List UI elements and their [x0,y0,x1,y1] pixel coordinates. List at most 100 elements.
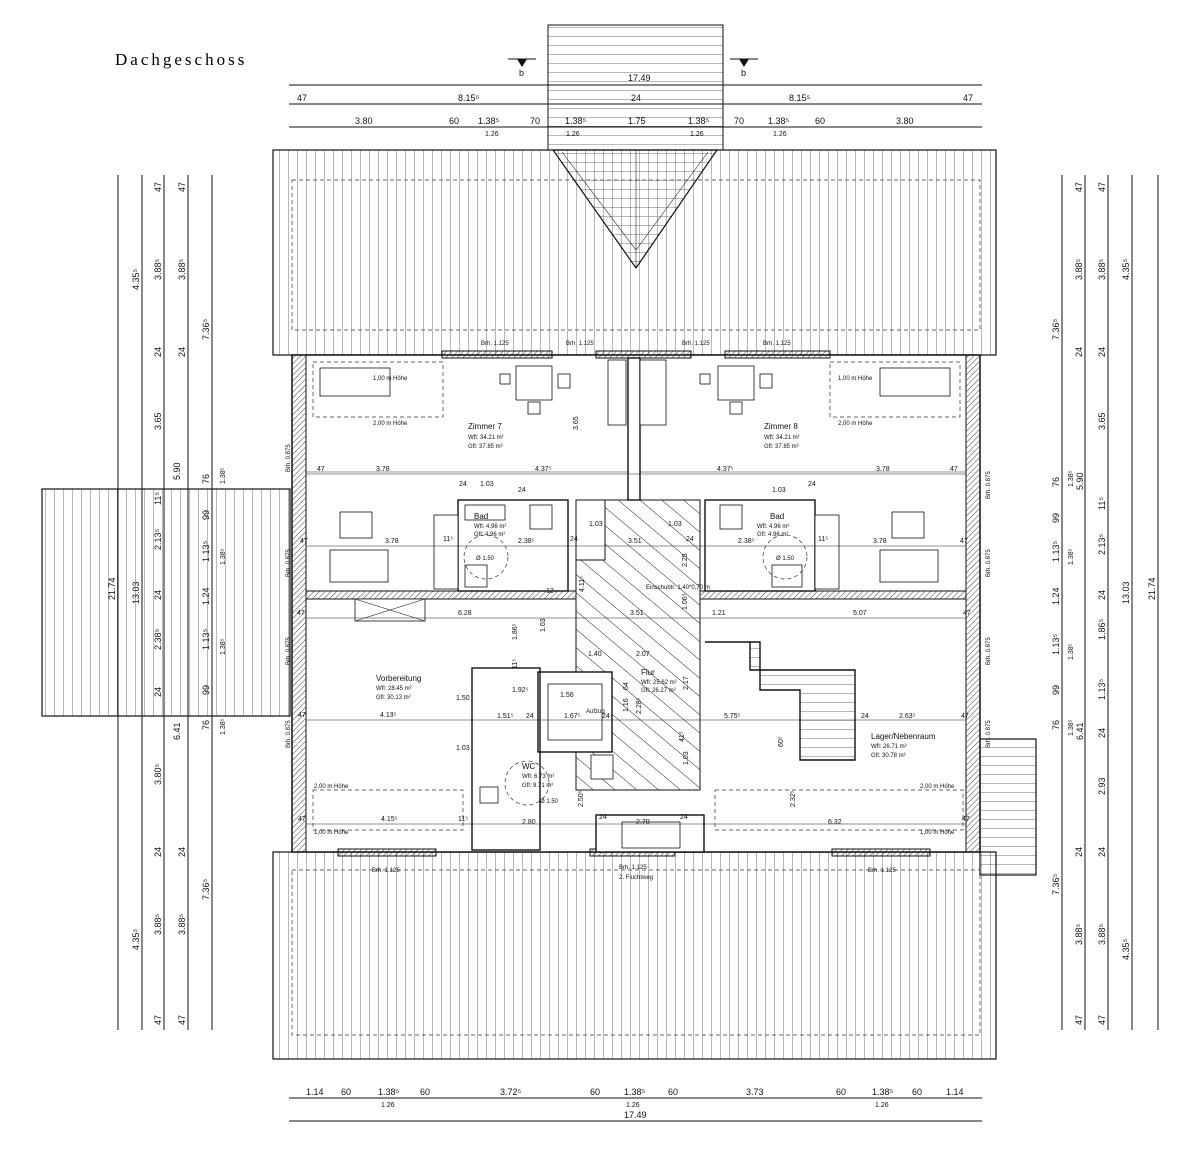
svg-text:3.88⁵: 3.88⁵ [1074,923,1084,945]
svg-text:3.78: 3.78 [385,538,399,545]
svg-text:41⁵: 41⁵ [679,731,686,742]
svg-text:21.74: 21.74 [1147,577,1157,600]
svg-text:3.73: 3.73 [746,1087,764,1097]
svg-text:47: 47 [1074,1015,1084,1025]
svg-text:7.36⁵: 7.36⁵ [201,318,211,340]
svg-text:7.36⁵: 7.36⁵ [201,878,211,900]
svg-text:1,00 m Höhe: 1,00 m Höhe [920,830,955,836]
svg-text:3.80: 3.80 [355,116,373,126]
svg-text:b: b [519,68,524,78]
svg-text:76: 76 [201,720,211,730]
svg-text:2.93: 2.93 [1097,777,1107,795]
svg-text:Zimmer 8: Zimmer 8 [764,422,798,431]
svg-text:6.28: 6.28 [458,610,472,617]
svg-text:5.90: 5.90 [172,462,182,480]
svg-text:2.70: 2.70 [636,819,650,826]
roof-top [272,149,997,356]
svg-text:24: 24 [1097,590,1107,600]
svg-text:24: 24 [599,814,607,821]
svg-text:47: 47 [963,610,971,617]
svg-text:3.65: 3.65 [1097,412,1107,430]
svg-text:47: 47 [177,1015,187,1025]
right-dimensions: 21.74 4.35⁵ 13.03 4.35⁵ 7.36⁵ 5.90 6.41 … [1051,175,1159,1030]
svg-text:11⁵: 11⁵ [153,492,163,505]
svg-text:2.13⁵: 2.13⁵ [1097,533,1107,555]
svg-text:1.38⁵: 1.38⁵ [220,638,227,655]
svg-text:2,00 m Höhe: 2,00 m Höhe [920,784,955,790]
svg-text:11⁵: 11⁵ [443,536,453,543]
svg-text:1.03: 1.03 [589,521,603,528]
svg-text:2.38⁵: 2.38⁵ [738,538,755,545]
svg-text:6.41: 6.41 [1075,722,1085,740]
svg-text:60: 60 [668,1087,678,1097]
svg-text:3.65: 3.65 [153,412,163,430]
roof-bottom [272,851,997,1060]
svg-text:1.16: 1.16 [623,698,630,712]
svg-text:24: 24 [602,713,610,720]
svg-text:1.38⁵: 1.38⁵ [220,467,227,484]
svg-text:24: 24 [1074,347,1084,357]
svg-text:Gfl: 37.85 m²: Gfl: 37.85 m² [764,444,799,450]
svg-text:24: 24 [526,713,534,720]
svg-text:1.38⁵: 1.38⁵ [768,116,790,126]
svg-text:11⁵: 11⁵ [458,816,468,823]
svg-text:Bad: Bad [770,512,784,521]
svg-text:Bad: Bad [474,512,488,521]
room-zimmer8: Zimmer 8 Wfl: 34.21 m² Gfl: 37.85 m² [764,422,800,450]
svg-text:Brh. 0.875: Brh. 0.875 [986,720,992,748]
svg-text:1.38⁵: 1.38⁵ [1068,643,1075,660]
svg-text:5.90: 5.90 [1075,472,1085,490]
svg-text:47: 47 [962,816,970,823]
svg-text:1.13⁵: 1.13⁵ [1051,540,1061,562]
svg-text:1.86⁵: 1.86⁵ [512,623,519,640]
svg-text:1.38⁵: 1.38⁵ [1068,719,1075,736]
svg-text:76: 76 [1051,477,1061,487]
svg-text:99: 99 [1051,513,1061,523]
svg-text:Gfl: 9.71 m²: Gfl: 9.71 m² [522,783,553,789]
svg-text:24: 24 [518,487,526,494]
svg-text:1.03: 1.03 [456,745,470,752]
svg-text:1.38⁵: 1.38⁵ [872,1087,894,1097]
svg-text:47: 47 [963,93,973,103]
room-vorbereitung: Vorbereitung Wfl: 28.45 m² Gfl: 30.13 m² [376,674,421,701]
svg-text:1.13⁵: 1.13⁵ [1097,678,1107,700]
svg-text:3.65: 3.65 [573,416,580,430]
svg-text:Ø 1.50: Ø 1.50 [540,799,559,805]
svg-text:1.38⁵: 1.38⁵ [1068,548,1075,565]
left-balcony [41,488,291,717]
floor-area [291,350,981,857]
svg-text:24: 24 [686,536,694,543]
svg-text:24: 24 [177,347,187,357]
left-dimensions: 21.74 4.35⁵ 13.03 4.35⁵ 7.36⁵ 5.90 6.41 … [107,175,227,1030]
svg-text:Wfl: 34.21 m²: Wfl: 34.21 m² [764,435,800,441]
svg-text:1.38⁵: 1.38⁵ [378,1087,400,1097]
svg-text:2.50⁵: 2.50⁵ [578,790,585,807]
svg-text:Wfl: 28.45 m²: Wfl: 28.45 m² [376,686,412,692]
svg-text:47: 47 [153,1015,163,1025]
svg-text:3.80⁵: 3.80⁵ [153,763,163,785]
bottom-dimensions: 1.14 60 1.38⁵ 60 3.72⁵ 60 1.38⁵ 60 3.73 … [289,1087,982,1122]
svg-text:11⁵: 11⁵ [818,536,828,543]
svg-text:Wfl: 6.73 m²: Wfl: 6.73 m² [522,774,554,780]
svg-text:1.03: 1.03 [540,618,547,632]
svg-text:4.35⁵: 4.35⁵ [1121,258,1131,280]
svg-text:3.72⁵: 3.72⁵ [500,1087,522,1097]
svg-text:1,00 m Höhe: 1,00 m Höhe [838,376,873,382]
room-lager: Lager/Nebenraum Wfl: 26.71 m² Gfl: 30.78… [871,732,936,759]
svg-text:Brh. 0.875: Brh. 0.875 [986,549,992,577]
svg-text:24: 24 [808,481,816,488]
svg-text:3.78: 3.78 [876,466,890,473]
svg-text:3.88⁵: 3.88⁵ [1074,258,1084,280]
svg-text:1.03: 1.03 [683,751,690,765]
svg-text:1.38⁵: 1.38⁵ [688,116,710,126]
svg-text:60: 60 [420,1087,430,1097]
svg-text:2.13⁵: 2.13⁵ [153,528,163,550]
svg-text:Gfl: 4.96 m²: Gfl: 4.96 m² [757,532,788,538]
svg-text:Wfl: 4.96 m²: Wfl: 4.96 m² [474,524,506,530]
svg-text:1.03: 1.03 [480,481,494,488]
svg-text:Gfl: 30.13 m²: Gfl: 30.13 m² [376,695,411,701]
room-bad-left: Bad Wfl: 4.96 m² Gfl: 4.96 m² [474,512,506,538]
svg-text:3.78: 3.78 [873,538,887,545]
svg-text:Lager/Nebenraum: Lager/Nebenraum [871,732,936,741]
svg-text:Brh. 1.125: Brh. 1.125 [481,341,509,347]
